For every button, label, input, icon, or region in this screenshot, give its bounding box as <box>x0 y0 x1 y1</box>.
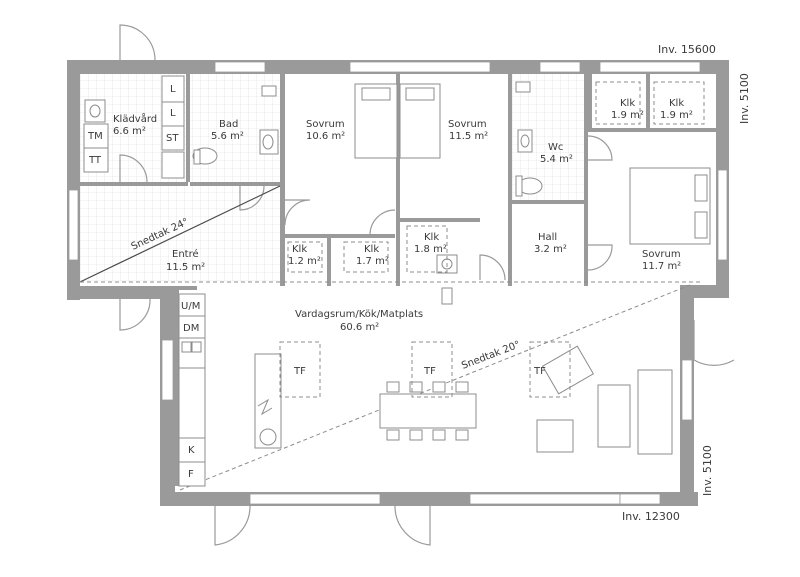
appliance-st: ST <box>166 133 179 144</box>
appliance-l1: L <box>170 84 176 95</box>
appliance-f: F <box>188 469 194 480</box>
door-swings <box>119 24 735 546</box>
appliance-labels: TM TT L L ST U/M DM K F <box>87 84 200 480</box>
room-sovrum1-name: Sovrum <box>306 119 345 130</box>
appliance-tt: TT <box>88 155 102 166</box>
room-hall-name: Hall <box>538 232 557 243</box>
appliance-l2: L <box>170 108 176 119</box>
room-bad-area: 5.6 m² <box>211 131 244 142</box>
room-living-name: Vardagsrum/Kök/Matplats <box>295 309 423 320</box>
skylight-labels: TF TF TF <box>293 366 546 377</box>
snedtak-living-label: Snedtak 20° <box>460 339 522 371</box>
room-kladvard-name: Klädvård <box>113 112 157 125</box>
dimension-right-upper: Inv. 5100 <box>738 73 751 124</box>
room-klk-e-name: Klk <box>424 232 439 243</box>
appliance-k: K <box>188 445 195 456</box>
room-klk-e-area: 1.8 m² <box>414 244 447 255</box>
room-entre-name: Entré <box>172 248 199 260</box>
room-bad-name: Bad <box>219 119 238 130</box>
room-klk-c-area: 1.2 m² <box>288 256 321 267</box>
room-wc-name: Wc <box>548 142 563 153</box>
skylight-label: TF <box>533 366 546 377</box>
interior-walls <box>80 74 716 486</box>
room-entre-area: 11.5 m² <box>166 262 205 273</box>
windows <box>68 61 728 505</box>
room-klk-d-name: Klk <box>364 244 379 255</box>
room-klk-b-area: 1.9 m² <box>660 110 693 121</box>
room-wc-area: 5.4 m² <box>540 154 573 165</box>
room-labels: Klädvård 6.6 m² Bad 5.6 m² Sovrum 10.6 m… <box>113 98 693 333</box>
room-kladvard-area: 6.6 m² <box>113 126 146 137</box>
room-klk-c-name: Klk <box>292 244 307 255</box>
room-sovrum3-name: Sovrum <box>642 249 681 260</box>
room-klk-b-name: Klk <box>669 98 684 109</box>
skylight-label: TF <box>423 366 436 377</box>
room-hall-area: 3.2 m² <box>534 244 567 255</box>
appliance-um: U/M <box>181 301 200 312</box>
room-living-area: 60.6 m² <box>340 322 379 333</box>
room-klk-a-area: 1.9 m² <box>611 110 644 121</box>
fixtures <box>83 75 711 487</box>
room-klk-d-area: 1.7 m² <box>356 256 389 267</box>
dimension-right-lower: Inv. 5100 <box>701 445 714 496</box>
appliance-tm: TM <box>87 131 103 142</box>
dimension-labels: Inv. 15600 Inv. 5100 Inv. 5100 Inv. 1230… <box>622 43 751 523</box>
dimension-bottom: Inv. 12300 <box>622 510 680 523</box>
room-sovrum1-area: 10.6 m² <box>306 131 345 142</box>
appliance-dm: DM <box>183 323 199 334</box>
room-klk-a-name: Klk <box>620 98 635 109</box>
room-sovrum2-name: Sovrum <box>448 119 487 130</box>
dimension-top: Inv. 15600 <box>658 43 716 56</box>
room-sovrum3-area: 11.7 m² <box>642 261 681 272</box>
skylight-label: TF <box>293 366 306 377</box>
room-sovrum2-area: 11.5 m² <box>449 131 488 142</box>
